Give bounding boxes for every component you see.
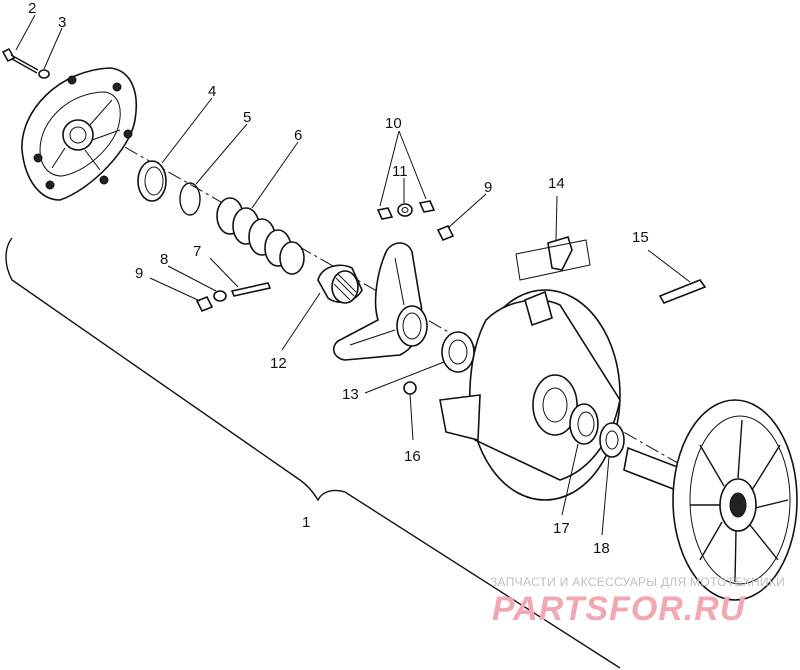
callout-5: 5: [243, 109, 251, 126]
callout-13: 13: [342, 386, 359, 403]
part-roller-bushing: [317, 264, 363, 304]
callout-7: 7: [193, 243, 201, 260]
part-washer: [38, 69, 50, 79]
part-cover-plate: [21, 67, 137, 201]
callout-4: 4: [208, 83, 216, 100]
part-ring-18: [599, 422, 625, 458]
callout-9-left: 9: [135, 265, 143, 282]
callout-9-right: 9: [484, 179, 492, 196]
part-cap-left: [195, 295, 214, 313]
callout-numbers: 2 3 4 5 6 7 8 9 10 11 9 12 13 14 15 16 1…: [28, 0, 649, 557]
callout-18: 18: [593, 540, 610, 557]
callout-10: 10: [385, 115, 402, 132]
part-spring: [216, 197, 305, 275]
part-pin: [230, 282, 272, 297]
part-cap-right: [436, 224, 455, 242]
callout-14: 14: [548, 175, 565, 192]
part-shaft-bolt: [658, 279, 707, 304]
callout-6: 6: [294, 127, 302, 144]
part-ring-17: [569, 403, 599, 445]
callout-12: 12: [270, 355, 287, 372]
callout-11: 11: [392, 163, 408, 180]
part-bolt: [1, 47, 39, 74]
callout-8: 8: [160, 251, 168, 268]
part-ring: [137, 160, 167, 202]
part-set-screw: [403, 381, 417, 395]
callout-16: 16: [404, 448, 421, 465]
callout-1: 1: [302, 514, 310, 531]
part-small-bushing: [213, 290, 227, 302]
watermark-logo: PARTSFOR.RU: [492, 590, 746, 628]
part-tag: [515, 236, 591, 281]
callout-17: 17: [553, 520, 570, 537]
callout-15: 15: [632, 229, 649, 246]
part-snap-ring: [179, 182, 201, 216]
part-moveable-sheave: [439, 289, 621, 501]
callout-2: 2: [28, 0, 36, 17]
callout-3: 3: [58, 14, 66, 31]
part-spider-arm: [332, 242, 428, 361]
part-ring-13: [441, 331, 475, 373]
part-nuts-and-washers: [376, 200, 436, 220]
part-fixed-sheave: [623, 399, 798, 601]
assembly-brace: [5, 237, 621, 669]
watermark-caption: ЗАПЧАСТИ И АКСЕССУАРЫ ДЛЯ МОТОТЕХНИКИ: [490, 575, 785, 589]
leader-lines: [15, 14, 691, 536]
watermark: ЗАПЧАСТИ И АКСЕССУАРЫ ДЛЯ МОТОТЕХНИКИ PA…: [490, 575, 785, 628]
